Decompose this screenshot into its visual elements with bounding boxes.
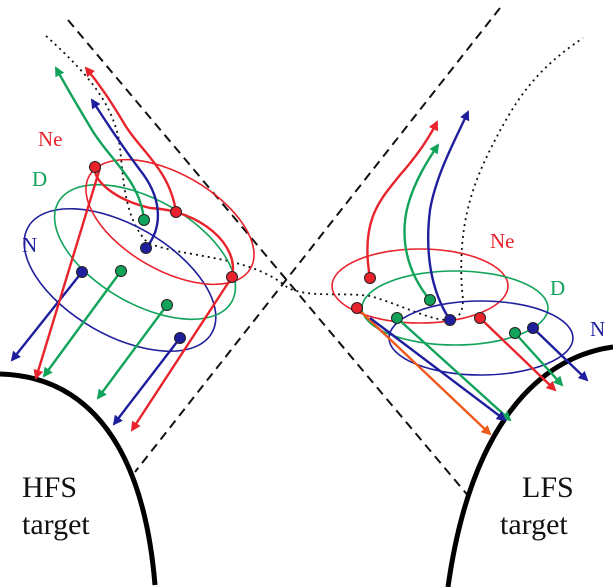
hfs-gyro-orbits bbox=[23, 158, 255, 353]
hfs-target-label-line2: target bbox=[22, 508, 90, 541]
lfs-label-ne: Ne bbox=[490, 229, 515, 253]
hfs-ne-particle-top bbox=[89, 161, 101, 173]
lfs-n-path-upstream bbox=[427, 110, 470, 321]
field-line-dotted bbox=[45, 35, 584, 321]
hfs-orbit-ne bbox=[85, 158, 255, 286]
hfs-d-particle-left bbox=[115, 265, 127, 277]
lfs-ne-particle-left bbox=[351, 302, 363, 314]
hfs-n-particle-right bbox=[174, 332, 186, 344]
hfs-d-path-down-2 bbox=[96, 304, 168, 400]
lfs-ne-path-upstream bbox=[366, 120, 439, 279]
hfs-target-label-line1: HFS bbox=[22, 471, 77, 504]
lfs-d-path-down-2 bbox=[514, 332, 564, 387]
hfs-ne-path-down-2 bbox=[130, 276, 234, 432]
hfs-target-wall bbox=[0, 371, 158, 586]
hfs-trajectories bbox=[10, 66, 235, 432]
hfs-n-path-down-1 bbox=[10, 271, 83, 362]
hfs-n-particle-top bbox=[140, 242, 152, 254]
hfs-ne-path-down-1 bbox=[33, 167, 102, 380]
hfs-label-ne: Ne bbox=[38, 127, 63, 151]
lfs-d-particle-right bbox=[509, 327, 521, 339]
lfs-target-wall bbox=[445, 344, 613, 587]
lfs-orbit-ne bbox=[331, 248, 509, 324]
lfs-label-d: D bbox=[550, 276, 565, 300]
lfs-ne-particle-top bbox=[364, 272, 376, 284]
lfs-target-label-line1: LFS bbox=[522, 471, 574, 504]
separatrix-right-leg bbox=[134, 7, 501, 473]
lfs-n-particle-right bbox=[527, 322, 539, 334]
lfs-trajectories bbox=[356, 110, 589, 436]
hfs-orbit-n bbox=[23, 207, 217, 353]
lfs-n-path-down-2 bbox=[532, 327, 589, 382]
hfs-n-path-down-2 bbox=[112, 337, 181, 426]
lfs-n-path-down-1 bbox=[369, 317, 507, 422]
lfs-d-path-down-1 bbox=[396, 317, 512, 422]
hfs-ne-path-loop bbox=[93, 166, 235, 278]
lfs-particles bbox=[351, 272, 539, 339]
lfs-ne-path-down-1 bbox=[356, 307, 492, 436]
hfs-n-path-upstream bbox=[90, 98, 160, 249]
lfs-ne-path-down-2 bbox=[479, 317, 557, 392]
lfs-ne-particle-right bbox=[474, 312, 486, 324]
lfs-d-particle-top bbox=[424, 294, 436, 306]
lfs-target-label-line2: target bbox=[500, 508, 568, 541]
lfs-d-particle-left bbox=[391, 312, 403, 324]
lfs-label-n: N bbox=[590, 317, 605, 341]
hfs-ne-particle-mid bbox=[170, 206, 182, 218]
hfs-n-particle-left bbox=[76, 266, 88, 278]
hfs-orbit-d bbox=[53, 183, 237, 321]
hfs-label-d: D bbox=[32, 167, 47, 191]
hfs-d-particle-right bbox=[161, 299, 173, 311]
separatrix-left-leg bbox=[67, 19, 471, 499]
hfs-label-n: N bbox=[22, 233, 37, 257]
separatrix-lines bbox=[67, 7, 501, 499]
lfs-d-path-upstream bbox=[403, 143, 440, 301]
hfs-ne-particle-right bbox=[226, 271, 238, 283]
hfs-d-path-upstream bbox=[54, 66, 146, 221]
lfs-n-particle-left bbox=[444, 314, 456, 326]
hfs-particles bbox=[76, 161, 238, 344]
hfs-d-particle-top bbox=[138, 214, 150, 226]
hfs-ne-path-upstream bbox=[84, 66, 178, 213]
hfs-d-path-down-1 bbox=[42, 270, 122, 378]
